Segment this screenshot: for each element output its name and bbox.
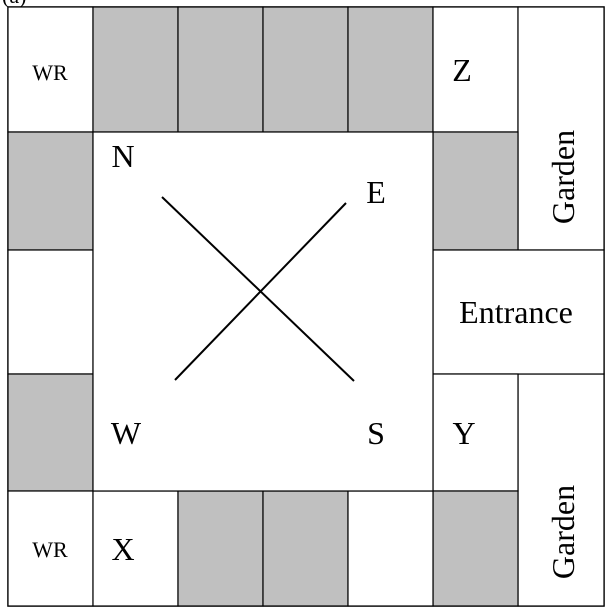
shaded-cell-bottom-1 [177,490,264,607]
garden-bottom [517,373,605,607]
garden-bottom-label: Garden [545,485,581,579]
room-x-label: X [111,531,134,567]
room-wr-top [7,6,94,133]
shaded-cell-top-4 [347,6,434,133]
room-z-label: Z [452,52,472,88]
empty-cell-bottom [347,490,434,607]
room-x [92,490,179,607]
shaded-cell-right-1 [432,131,519,251]
room-z [432,6,519,133]
garden-top-label: Garden [545,130,581,224]
room-wr-top-label: WR [32,60,68,85]
compass-w-label: W [111,415,142,451]
shaded-cell-top-2 [177,6,264,133]
figure-label-cropped: (a) [2,0,26,8]
central-courtyard [92,131,434,492]
room-wr-bottom [7,490,94,607]
compass-n-label: N [111,138,134,174]
shaded-cell-bottom-2 [262,490,349,607]
shaded-cell-bottom-right [432,490,519,607]
entrance-label: Entrance [459,294,573,330]
shaded-cell-left-2 [7,373,94,492]
compass-e-label: E [366,174,386,210]
compass-s-label: S [367,415,385,451]
compass-line-nw-se [161,196,355,382]
shaded-cell-left-1 [7,131,94,251]
room-y-label: Y [452,415,475,451]
shaded-cell-top-1 [92,6,179,133]
empty-cell-left [7,249,94,375]
garden-top [517,6,605,251]
shaded-cell-top-3 [262,6,349,133]
room-wr-bottom-label: WR [32,537,68,562]
